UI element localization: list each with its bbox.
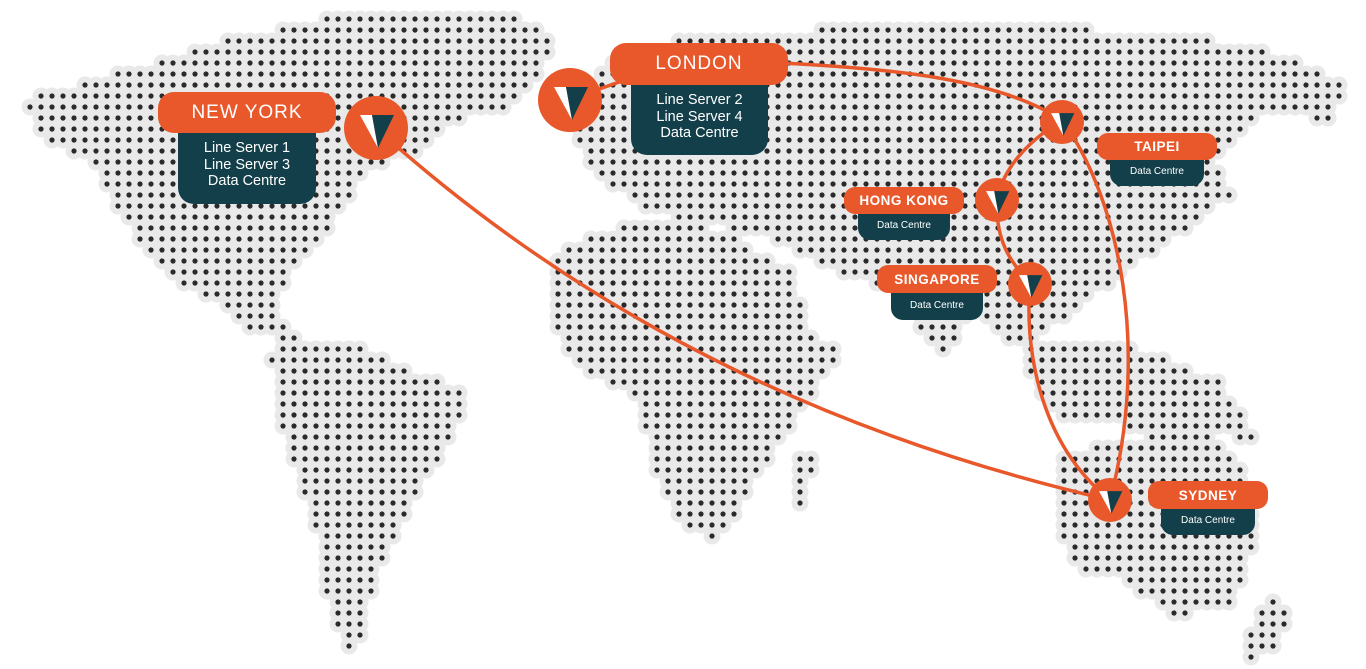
- singapore-line-1: Data Centre: [910, 299, 964, 311]
- v-logo-icon: [554, 87, 588, 120]
- new-york-line-2: Line Server 3: [203, 156, 291, 173]
- new-york-tag[interactable]: Line Server 1 Line Server 3 Data Centre …: [158, 92, 336, 206]
- sydney-node[interactable]: [1088, 478, 1132, 522]
- route-taipei-sydney: [1060, 118, 1130, 502]
- hong-kong-node[interactable]: [975, 178, 1019, 222]
- server-nodes: [344, 68, 1132, 522]
- sydney-label: SYDNEY: [1148, 481, 1268, 509]
- taipei-label: TAIPEI: [1097, 133, 1217, 160]
- v-logo-icon: [360, 115, 394, 148]
- route-singapore-sydney: [1027, 281, 1112, 502]
- taipei-line-1: Data Centre: [1130, 166, 1184, 177]
- new-york-node[interactable]: [344, 96, 408, 160]
- london-node[interactable]: [538, 68, 602, 132]
- singapore-label: SINGAPORE: [877, 265, 997, 293]
- route-newyork-sydney: [374, 126, 1112, 502]
- v-logo-icon: [986, 191, 1010, 214]
- new-york-info: Line Server 1 Line Server 3 Data Centre: [178, 126, 316, 204]
- v-logo-icon: [1019, 275, 1043, 298]
- london-label: LONDON: [610, 43, 788, 85]
- routes: [374, 60, 1130, 502]
- singapore-tag[interactable]: Data Centre SINGAPORE: [877, 265, 997, 320]
- london-line-2: Line Server 4: [656, 108, 743, 125]
- singapore-info: Data Centre: [891, 288, 983, 320]
- hong-kong-label: HONG KONG: [844, 187, 964, 214]
- hong-kong-tag[interactable]: Data Centre HONG KONG: [844, 187, 964, 240]
- taipei-node[interactable]: [1040, 100, 1084, 144]
- sydney-tag[interactable]: Data Centre SYDNEY: [1148, 481, 1268, 535]
- hong-kong-line-1: Data Centre: [877, 220, 931, 231]
- route-london-taipei: [758, 60, 1064, 122]
- new-york-label: NEW YORK: [158, 92, 336, 133]
- taipei-info: Data Centre: [1110, 155, 1204, 186]
- taipei-tag[interactable]: Data Centre TAIPEI: [1097, 133, 1217, 187]
- london-line-3: Data Centre: [660, 125, 739, 142]
- v-logo-icon: [1051, 113, 1075, 136]
- london-info: Line Server 2 Line Server 4 Data Centre: [631, 79, 768, 155]
- singapore-node[interactable]: [1008, 262, 1052, 306]
- new-york-line-3: Data Centre: [207, 173, 287, 190]
- new-york-line-1: Line Server 1: [203, 140, 291, 157]
- london-tag[interactable]: Line Server 2 Line Server 4 Data Centre …: [610, 43, 788, 157]
- v-logo-icon: [1099, 491, 1123, 514]
- london-line-1: Line Server 2: [656, 92, 743, 109]
- sydney-line-1: Data Centre: [1181, 514, 1235, 526]
- hong-kong-info: Data Centre: [858, 209, 950, 240]
